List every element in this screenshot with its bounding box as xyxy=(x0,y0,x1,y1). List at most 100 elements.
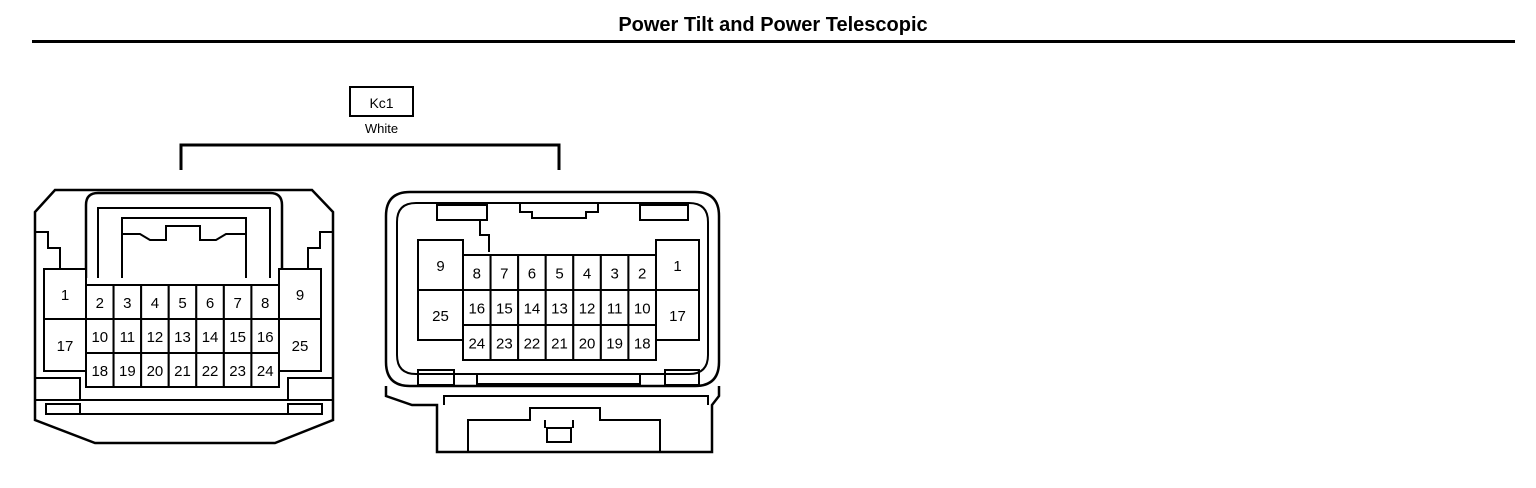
pin-number: 8 xyxy=(473,266,481,283)
pin-cavity: 22 xyxy=(195,352,225,388)
pin-number: 24 xyxy=(468,336,485,353)
pin-number: 17 xyxy=(57,338,74,355)
pin-cavity: 1 xyxy=(43,268,87,320)
pin-number: 1 xyxy=(61,287,69,304)
pin-cavity: 10 xyxy=(85,318,115,354)
pin-cavity: 19 xyxy=(112,352,143,388)
pin-number: 3 xyxy=(123,295,131,312)
pin-cavity: 24 xyxy=(462,324,492,361)
male-connector-housing xyxy=(33,188,335,445)
connector-code-label: Kc1 xyxy=(369,95,393,111)
pin-cavity: 14 xyxy=(195,318,225,354)
pin-cavity: 17 xyxy=(655,289,700,341)
pin-number: 15 xyxy=(229,329,246,346)
pin-cavity: 24 xyxy=(250,352,280,388)
connector-code-box xyxy=(349,86,414,117)
pin-number: 18 xyxy=(91,363,108,380)
male-connector xyxy=(33,188,335,445)
pin-cavity: 4 xyxy=(140,284,170,320)
pin-number: 2 xyxy=(96,295,104,312)
pin-number: 6 xyxy=(206,295,214,312)
pin-cavity: 6 xyxy=(517,254,547,291)
pin-number: 3 xyxy=(610,266,618,283)
pin-number: 9 xyxy=(296,287,304,304)
pin-number: 14 xyxy=(524,301,541,318)
pin-number: 7 xyxy=(500,266,508,283)
pin-cavity: 8 xyxy=(462,254,492,291)
pin-number: 4 xyxy=(583,266,591,283)
pin-number: 20 xyxy=(579,336,596,353)
pin-cavity: 3 xyxy=(599,254,630,291)
pin-number: 7 xyxy=(233,295,241,312)
pin-cavity: 9 xyxy=(278,268,322,320)
pin-number: 12 xyxy=(147,329,164,346)
pin-number: 23 xyxy=(229,363,246,380)
pin-cavity: 13 xyxy=(167,318,198,354)
pin-number: 9 xyxy=(436,258,444,275)
male-lock-tab xyxy=(122,225,246,241)
pin-cavity: 6 xyxy=(195,284,225,320)
pin-cavity: 2 xyxy=(85,284,115,320)
pin-number: 5 xyxy=(555,266,563,283)
pin-number: 17 xyxy=(669,308,686,325)
pin-cavity: 9 xyxy=(417,239,464,291)
pin-cavity: 8 xyxy=(250,284,280,320)
pin-number: 24 xyxy=(257,363,274,380)
pin-number: 18 xyxy=(634,336,651,353)
pin-cavity: 19 xyxy=(599,324,630,361)
pin-cavity: 5 xyxy=(167,284,198,320)
pin-cavity: 18 xyxy=(85,352,115,388)
pin-cavity: 11 xyxy=(599,289,630,326)
pin-cavity: 22 xyxy=(517,324,547,361)
pin-cavity: 16 xyxy=(462,289,492,326)
pin-cavity: 23 xyxy=(222,352,253,388)
page-title: Power Tilt and Power Telescopic xyxy=(618,14,928,36)
pin-number: 22 xyxy=(524,336,541,353)
pin-cavity: 25 xyxy=(278,318,322,372)
connector-color-label: White xyxy=(365,121,398,136)
pin-number: 10 xyxy=(634,301,651,318)
pin-number: 13 xyxy=(174,329,191,346)
pin-cavity: 14 xyxy=(517,289,547,326)
pin-cavity: 15 xyxy=(222,318,253,354)
pin-cavity: 3 xyxy=(112,284,143,320)
pin-number: 11 xyxy=(607,301,623,318)
pin-number: 5 xyxy=(178,295,186,312)
pin-number: 20 xyxy=(147,363,164,380)
pin-number: 21 xyxy=(551,336,568,353)
pin-cavity: 4 xyxy=(572,254,602,291)
title-divider xyxy=(32,40,1515,43)
pin-number: 19 xyxy=(119,363,136,380)
female-connector xyxy=(384,190,721,454)
pin-number: 25 xyxy=(292,338,309,355)
pin-cavity: 18 xyxy=(627,324,657,361)
pin-cavity: 12 xyxy=(140,318,170,354)
pin-cavity: 17 xyxy=(43,318,87,372)
pin-number: 14 xyxy=(202,329,219,346)
pin-cavity: 7 xyxy=(222,284,253,320)
pin-number: 25 xyxy=(432,308,449,325)
pin-number: 15 xyxy=(496,301,513,318)
male-locking-arm xyxy=(84,191,284,278)
pin-number: 1 xyxy=(673,258,681,275)
pin-cavity: 10 xyxy=(627,289,657,326)
pin-cavity: 1 xyxy=(655,239,700,291)
pin-number: 12 xyxy=(579,301,596,318)
pin-number: 23 xyxy=(496,336,513,353)
pin-cavity: 23 xyxy=(489,324,520,361)
pin-cavity: 16 xyxy=(250,318,280,354)
pin-number: 4 xyxy=(151,295,159,312)
pin-number: 19 xyxy=(606,336,623,353)
pin-number: 13 xyxy=(551,301,568,318)
pin-cavity: 20 xyxy=(572,324,602,361)
pin-number: 11 xyxy=(120,329,136,346)
connector-bracket xyxy=(179,143,561,170)
pin-cavity: 13 xyxy=(544,289,575,326)
pin-cavity: 7 xyxy=(489,254,520,291)
pin-number: 2 xyxy=(638,266,646,283)
pin-cavity: 21 xyxy=(544,324,575,361)
pin-cavity: 21 xyxy=(167,352,198,388)
